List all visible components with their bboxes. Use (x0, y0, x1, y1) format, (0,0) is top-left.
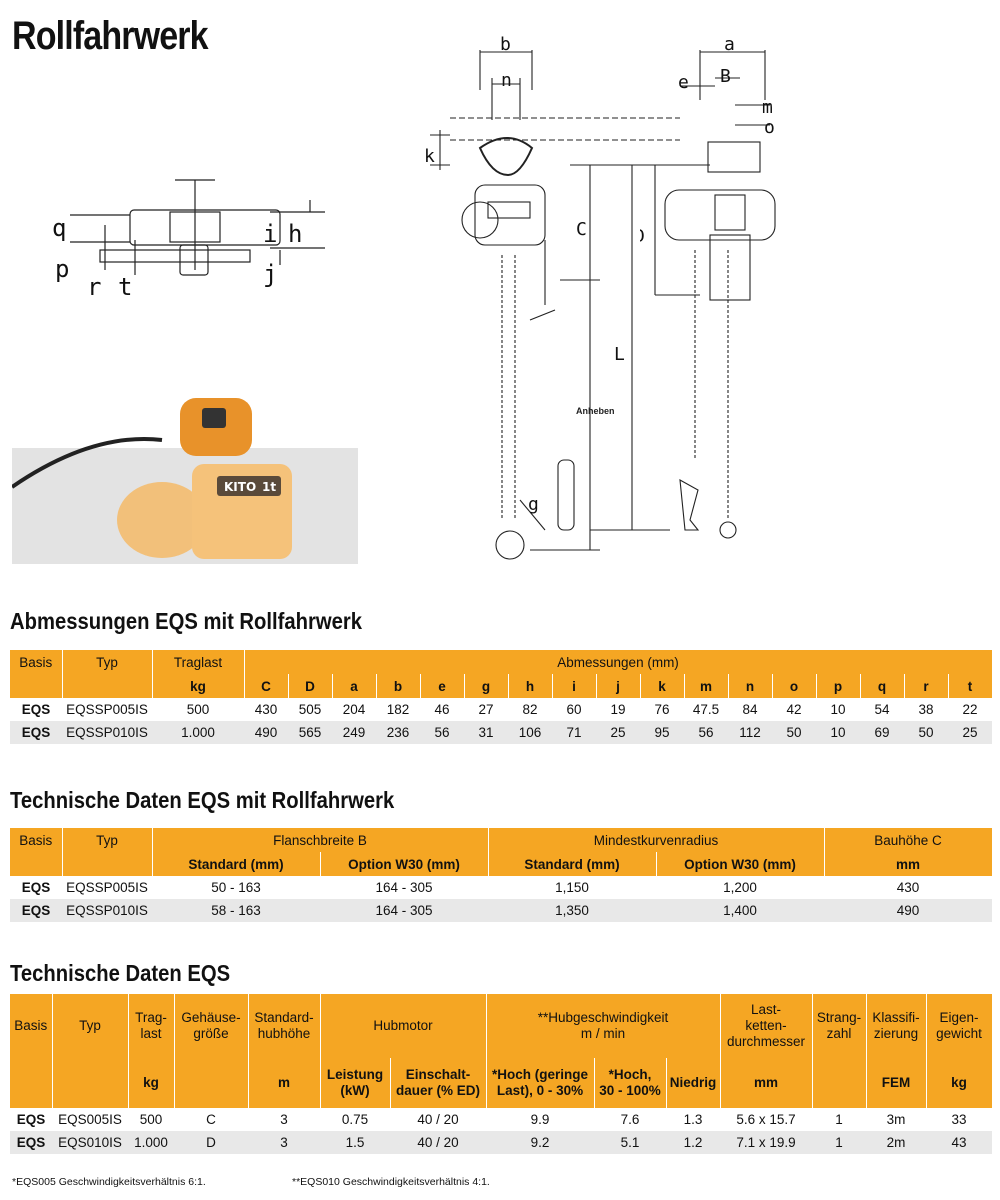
th-standard: Standard (mm) (488, 852, 657, 876)
footnote-eqs005: *EQS005 Geschwindigkeitsverhältnis 6:1. (12, 1176, 206, 1188)
th-gehaeuse: Gehäuse- größe (174, 994, 249, 1058)
th-eigengewicht: Eigen- gewicht (926, 994, 993, 1058)
th-basis: Basis (10, 994, 53, 1058)
th-dim: h (508, 674, 553, 698)
label-p: p (55, 255, 69, 283)
label-m: m (762, 97, 773, 118)
section-title-abmessungen: Abmessungen EQS mit Rollfahrwerk (10, 608, 363, 634)
th-flanschbreite: Flanschbreite B (152, 828, 489, 852)
table-row: EQS EQSSP010IS 1.000 490 565 249 236 56 … (10, 721, 993, 744)
th-dim: e (420, 674, 465, 698)
label-B: B (720, 66, 731, 87)
th-option: Option W30 (mm) (320, 852, 489, 876)
label-i: i (263, 220, 277, 248)
th-mm: mm (824, 852, 993, 876)
label-o: o (764, 117, 775, 138)
th-m: m (248, 1058, 321, 1108)
th-typ: Typ (62, 650, 153, 674)
th-unit-kg: kg (152, 674, 245, 698)
th-dim: o (772, 674, 817, 698)
table-row: EQS EQS005IS 500 C 3 0.75 40 / 20 9.9 7.… (16, 1112, 967, 1127)
th-dim: m (684, 674, 729, 698)
th-hubhoehe: Standard- hubhöhe (248, 994, 321, 1058)
technical-data-eqs-table: Basis Typ Trag- last Gehäuse- größe Stan… (10, 994, 993, 1154)
th-leistung: Leistung (kW) (320, 1058, 391, 1108)
th-traglast: Trag- last (128, 994, 175, 1058)
label-t: t (118, 273, 132, 300)
th-traglast: Traglast (152, 650, 245, 674)
th-kg: kg (128, 1058, 175, 1108)
hoist-front-view: a e B m o D (640, 34, 776, 539)
technical-data-trolley-table: Basis Typ Flanschbreite B Mindestkurvenr… (10, 828, 993, 922)
product-photo: KITO 1t (12, 398, 358, 564)
th-basis: Basis (10, 650, 63, 674)
photo-brand: KITO (224, 480, 256, 494)
th-dim: r (904, 674, 949, 698)
hoist-side-view: b n k C L g Anheben (424, 34, 680, 560)
th-strangzahl: Strang- zahl (812, 994, 867, 1058)
th-dim: g (464, 674, 509, 698)
th-typ: Typ (62, 828, 153, 852)
th-hoch-gering: *Hoch (geringe Last), 0 - 30% (486, 1058, 595, 1108)
label-k: k (424, 146, 435, 167)
label-r: r (87, 273, 101, 300)
lift-label: Anheben (576, 406, 615, 416)
label-h: h (288, 220, 302, 248)
th-dim: D (288, 674, 333, 698)
th-bauhoehe: Bauhöhe C (824, 828, 993, 852)
label-L: L (614, 344, 625, 365)
th-kg: kg (926, 1058, 993, 1108)
table-row: EQS EQSSP005IS 50 - 163 164 - 305 1,150 … (21, 880, 920, 895)
label-e: e (678, 72, 689, 93)
trolley-diagram: q p r t i h j (52, 179, 325, 300)
label-q: q (52, 214, 66, 242)
label-b: b (500, 34, 511, 55)
label-C: C (576, 219, 587, 240)
th-typ: Typ (52, 994, 129, 1058)
table-row: EQS EQSSP005IS 500 430 505 204 182 46 27… (21, 702, 978, 717)
th-hoch: *Hoch, 30 - 100% (594, 1058, 667, 1108)
photo-rating: 1t (262, 480, 276, 494)
th-mm: mm (720, 1058, 813, 1108)
th-dim: b (376, 674, 421, 698)
label-n: n (501, 70, 512, 91)
label-D: D (640, 226, 645, 247)
table-row: EQS EQS010IS 1.000 D 3 1.5 40 / 20 9.2 5… (10, 1131, 992, 1154)
label-a: a (724, 34, 735, 55)
th-standard: Standard (mm) (152, 852, 321, 876)
th-abmessungen: Abmessungen (mm) (244, 650, 993, 674)
th-dim: j (596, 674, 641, 698)
th-fem: FEM (866, 1058, 927, 1108)
th-dim: q (860, 674, 905, 698)
th-einschaltdauer: Einschalt- dauer (% ED) (390, 1058, 487, 1108)
th-hubgeschwindigkeit: **Hubgeschwindigkeit m / min (486, 994, 721, 1058)
label-g: g (528, 494, 539, 515)
th-lastkette: Last- ketten- durchmesser (720, 994, 813, 1058)
footnote-eqs010: **EQS010 Geschwindigkeitsverhältnis 4:1. (292, 1176, 490, 1188)
th-niedrig: Niedrig (666, 1058, 721, 1108)
page-title: Rollfahrwerk (12, 14, 209, 58)
table-row: EQS EQSSP010IS 58 - 163 164 - 305 1,350 … (10, 899, 993, 922)
th-dim: a (332, 674, 377, 698)
th-dim: p (816, 674, 861, 698)
th-hubmotor: Hubmotor (320, 994, 487, 1058)
th-dim: k (640, 674, 685, 698)
th-dim: t (948, 674, 993, 698)
th-basis: Basis (10, 828, 63, 852)
th-kurvenradius: Mindestkurvenradius (488, 828, 825, 852)
dimensions-table: Basis Typ Traglast Abmessungen (mm) kg C… (10, 650, 993, 744)
label-j: j (263, 260, 277, 288)
th-dim: C (244, 674, 289, 698)
th-klassifizierung: Klassifi- zierung (866, 994, 927, 1058)
th-option: Option W30 (mm) (656, 852, 825, 876)
th-dim: i (552, 674, 597, 698)
section-title-technische-daten-rollfahrwerk: Technische Daten EQS mit Rollfahrwerk (10, 787, 395, 813)
th-dim: n (728, 674, 773, 698)
section-title-technische-daten-eqs: Technische Daten EQS (10, 960, 231, 986)
